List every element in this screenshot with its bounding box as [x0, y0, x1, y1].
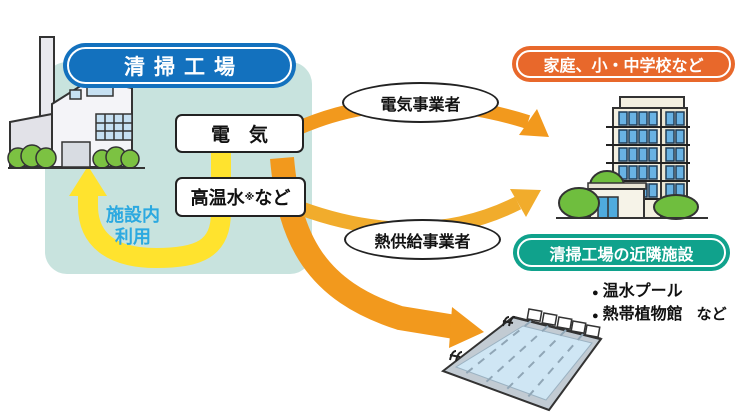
plant-title-pill: 清掃工場: [63, 43, 296, 88]
heat-provider-label: 熱供給事業者: [374, 233, 471, 251]
factory-illustration: [7, 36, 145, 169]
homes-schools-label: 家庭、小・中学校など: [543, 58, 704, 75]
list-item: ● 熱帯植物館 など: [592, 304, 727, 327]
electric-provider-ellipse: 電気事業者: [342, 82, 499, 123]
hot-water-box: 高温水※など: [175, 177, 306, 217]
apartment-building-illustration: [556, 96, 708, 220]
nearby-facilities-pill: 清掃工場の近隣施設: [513, 234, 730, 271]
nearby-facilities-list: ● 温水プール ● 熱帯植物館 など: [592, 281, 727, 327]
list-item-suffix: など: [696, 306, 727, 323]
internal-use-line1: 施設内: [106, 205, 160, 225]
internal-use-loop-arrow: [69, 146, 231, 269]
plant-title: 清掃工場: [124, 55, 244, 79]
internal-use-caption: 施設内 利用: [93, 204, 173, 248]
list-item-label: 熱帯植物館: [602, 306, 683, 323]
heat-provider-ellipse: 熱供給事業者: [344, 219, 501, 260]
homes-schools-pill: 家庭、小・中学校など: [512, 46, 735, 82]
electric-provider-label: 電気事業者: [380, 96, 461, 114]
hot-water-note-mark: ※: [244, 191, 255, 203]
nearby-facilities-label: 清掃工場の近隣施設: [549, 246, 694, 264]
hot-water-label: 高温水: [190, 188, 245, 208]
electricity-box: 電 気: [175, 114, 304, 153]
pool-illustration: [440, 308, 603, 412]
electricity-label: 電 気: [210, 125, 268, 146]
bullet-icon: ●: [592, 287, 599, 299]
hot-water-suffix: など: [254, 188, 291, 208]
internal-use-line2: 利用: [115, 227, 151, 247]
list-item: ● 温水プール: [592, 281, 727, 304]
list-item-label: 温水プール: [602, 283, 683, 300]
bullet-icon: ●: [592, 310, 599, 322]
